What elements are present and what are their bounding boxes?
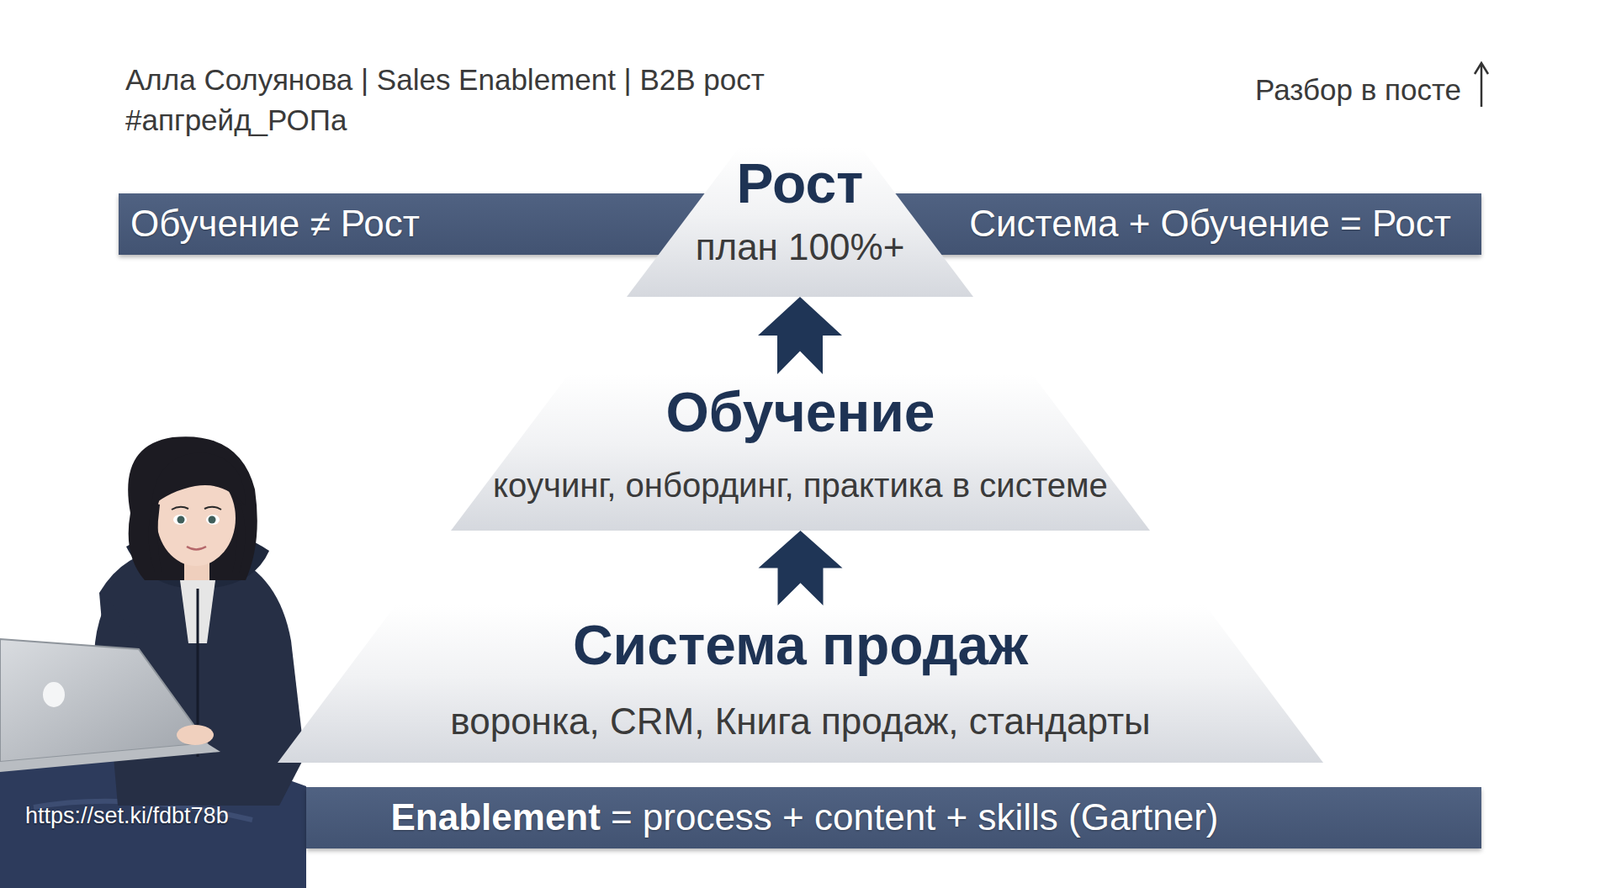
level-subtitle: коучинг, онбординг, практика в системе — [492, 466, 1108, 507]
band-text: Система + Обучение = Рост — [969, 201, 1452, 247]
up-arrow-connector — [758, 530, 843, 606]
pyramid-top: Рост план 100%+ — [626, 147, 974, 297]
eye-left — [177, 516, 186, 525]
pyramid-base: Система продаж воронка, CRM, Книга продаж… — [277, 605, 1324, 763]
pyramid-fill — [277, 605, 1324, 763]
laptop-base — [0, 743, 221, 773]
brow-right — [204, 507, 222, 510]
level-title: Рост — [736, 150, 864, 218]
hand — [176, 725, 214, 746]
brow-left — [171, 507, 189, 510]
band-formula: = process + content + skills (Gartner) — [610, 795, 1219, 841]
level-title: Система продаж — [572, 612, 1028, 679]
eye-right — [208, 516, 217, 525]
laptop-logo — [42, 682, 65, 708]
hair-strand-right — [232, 503, 246, 574]
right-band: Система + Обучение = Рост — [891, 193, 1482, 255]
author-line: Алла Солуянова | Sales Enablement | B2B … — [125, 62, 765, 98]
up-arrow-head — [1474, 63, 1489, 75]
eye-white-right — [206, 514, 220, 525]
fringe — [151, 452, 246, 507]
pyramid-fill — [450, 374, 1150, 531]
level-title: Обучение — [665, 379, 935, 446]
eye-white-left — [173, 514, 187, 525]
left-band: Обучение ≠ Рост — [118, 193, 709, 255]
band-text: Обучение ≠ Рост — [130, 201, 420, 247]
post-note: Разбор в посте — [1255, 72, 1462, 108]
bottom-band: Enablement= process + content + skills (… — [306, 787, 1482, 849]
laptop-lid — [0, 639, 207, 763]
level-subtitle: воронка, CRM, Книга продаж, стандарты — [450, 699, 1150, 745]
hair-strand-left — [148, 503, 162, 573]
up-arrow-connector — [757, 296, 843, 375]
url: https://set.ki/fdbt78b — [25, 802, 229, 830]
up-arrow-line — [1480, 64, 1484, 107]
hashtag: #апгрейд_РОПа — [125, 102, 347, 138]
level-subtitle: план 100%+ — [695, 225, 906, 271]
hair-back — [127, 436, 258, 581]
mouth — [186, 546, 207, 551]
band-keyword: Enablement — [390, 795, 600, 841]
pyramid-middle: Обучение коучинг, онбординг, практика в с… — [450, 374, 1150, 531]
